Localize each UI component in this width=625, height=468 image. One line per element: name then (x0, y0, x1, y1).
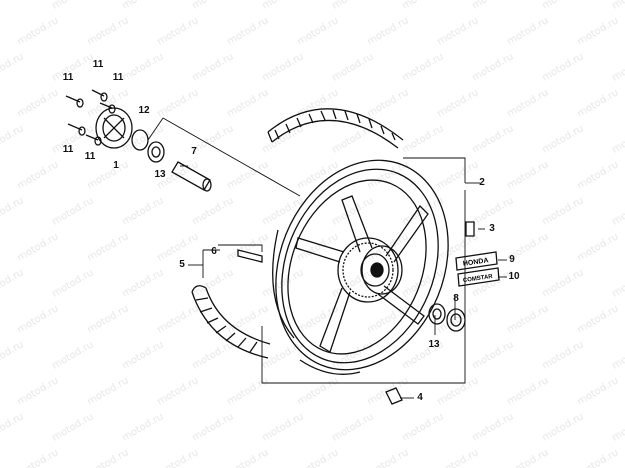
o-ring (131, 129, 149, 151)
valve-stem (237, 249, 263, 263)
callout-10: 10 (508, 271, 520, 282)
callout-2: 2 (479, 177, 485, 188)
callout-11: 11 (62, 72, 74, 83)
valve-cap (385, 387, 403, 405)
balance-weight (465, 221, 475, 237)
dust-seal (446, 308, 466, 332)
callout-5: 5 (179, 259, 185, 270)
callout-13: 13 (154, 169, 166, 180)
callout-1: 1 (113, 160, 119, 171)
callout-3: 3 (489, 223, 495, 234)
callout-6: 6 (211, 246, 217, 257)
bearing-right (428, 303, 446, 325)
wheel-hub (337, 237, 403, 303)
tire-upper (267, 108, 404, 149)
honda-emblem: HONDA (463, 257, 489, 268)
callout-9: 9 (509, 254, 515, 265)
disc-hub-plate (95, 107, 133, 149)
callout-11: 11 (62, 144, 74, 155)
callout-8: 8 (453, 293, 459, 304)
callout-7: 7 (191, 146, 197, 157)
tire-lower (191, 285, 271, 359)
callout-11: 11 (84, 151, 96, 162)
callout-13: 13 (428, 339, 440, 350)
leader-lines (147, 117, 507, 399)
wheel-spokes (295, 195, 429, 353)
callout-12: 12 (138, 105, 150, 116)
comstar-emblem: COMSTAR (463, 274, 494, 284)
bolts (65, 89, 116, 146)
wheel-rim (272, 159, 449, 375)
emblem-plates (455, 251, 500, 287)
callout-4: 4 (417, 392, 423, 403)
callout-11: 11 (112, 72, 124, 83)
bearing-left (147, 141, 165, 163)
callout-11: 11 (92, 59, 104, 70)
collar (171, 161, 212, 192)
